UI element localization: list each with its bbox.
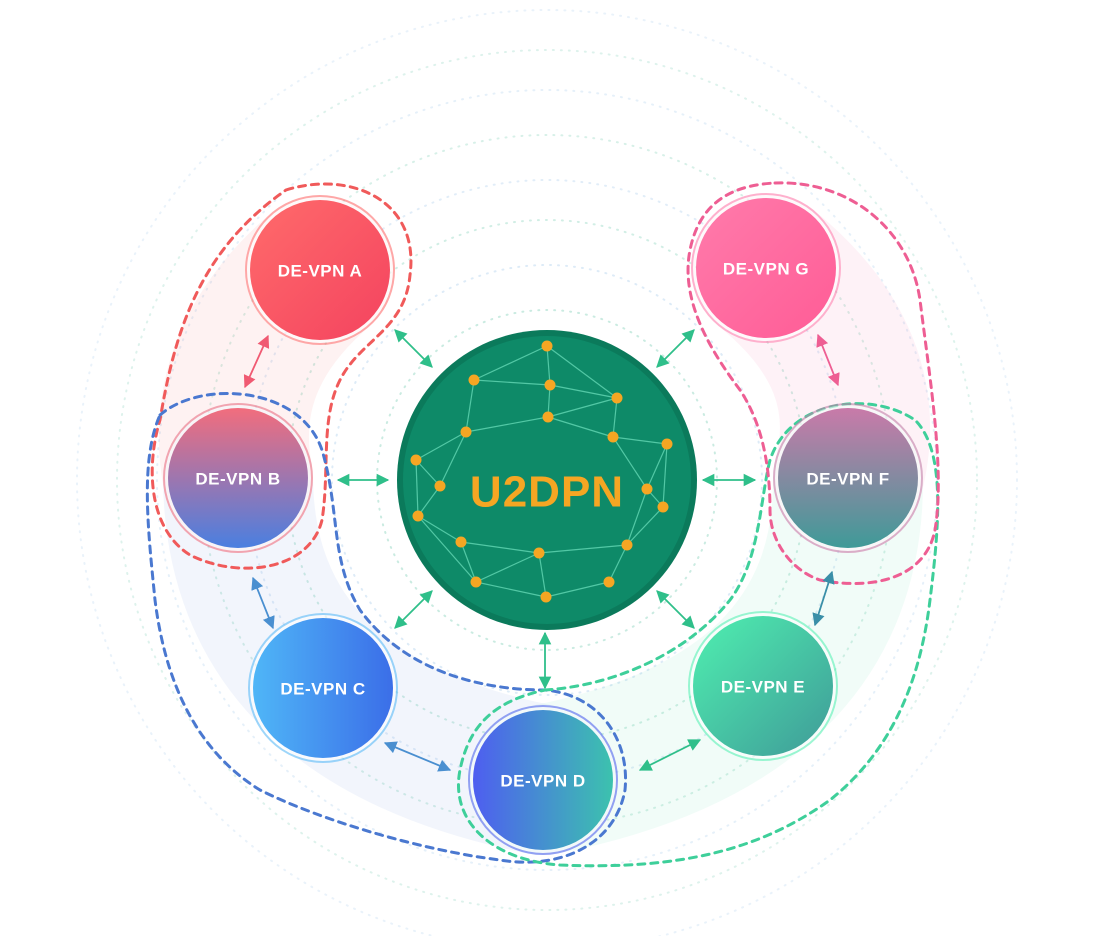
hub-u2dpn[interactable]: U2DPN — [397, 330, 697, 630]
node-label: DE-VPN G — [723, 260, 809, 279]
arrow-f-g — [816, 333, 840, 387]
mesh-link — [626, 506, 664, 546]
node-circle — [693, 616, 833, 756]
node-circle — [473, 710, 613, 850]
red-group-outline — [150, 182, 413, 570]
mesh-node — [412, 510, 424, 522]
mesh-node — [544, 379, 556, 391]
mesh-link — [626, 488, 648, 546]
node-label: DE-VPN A — [278, 262, 363, 281]
node-circle — [168, 408, 308, 548]
mesh-link — [538, 544, 628, 554]
node-devpn-b[interactable]: DE-VPN B — [163, 403, 313, 553]
mesh-node — [533, 547, 545, 559]
mesh-link — [417, 515, 477, 583]
mesh-node — [661, 438, 673, 450]
arrow-d-e — [638, 739, 702, 771]
hub-mesh-network — [410, 340, 673, 603]
mesh-link — [460, 541, 477, 583]
node-circle — [250, 200, 390, 340]
arrow-hub-a — [394, 329, 433, 368]
mesh-link — [612, 436, 648, 490]
mesh-node — [657, 501, 669, 513]
mesh-link — [546, 345, 618, 399]
mesh-link — [475, 581, 547, 598]
mesh-node — [541, 340, 553, 352]
node-label: DE-VPN D — [500, 772, 585, 791]
mesh-node — [542, 411, 554, 423]
mesh-node — [455, 536, 467, 548]
mesh-link — [473, 345, 548, 381]
mesh-node — [540, 591, 552, 603]
mesh-node — [607, 431, 619, 443]
mesh-link — [475, 552, 540, 583]
mesh-link — [545, 581, 610, 598]
mesh-link — [547, 397, 618, 418]
arrow-hub-g — [656, 329, 695, 368]
mesh-link — [465, 416, 549, 433]
mesh-node — [621, 539, 633, 551]
node-devpn-g[interactable]: DE-VPN G — [691, 193, 841, 343]
background-ring — [156, 89, 938, 871]
hub-core — [403, 336, 691, 624]
mesh-node — [434, 480, 446, 492]
mesh-node — [468, 374, 480, 386]
mesh-link — [417, 515, 462, 543]
mesh-link — [546, 345, 551, 386]
mesh-node — [460, 426, 472, 438]
mesh-node — [611, 392, 623, 404]
blue-group-outline — [145, 391, 628, 864]
hub-label: U2DPN — [470, 468, 624, 517]
node-devpn-a[interactable]: DE-VPN A — [245, 195, 395, 345]
mesh-link — [612, 397, 618, 438]
background-ring — [116, 49, 978, 911]
mesh-link — [473, 379, 551, 386]
node-devpn-f[interactable]: DE-VPN F — [773, 403, 923, 553]
background-ring — [76, 9, 1018, 936]
mesh-link — [538, 552, 547, 598]
node-circle — [778, 408, 918, 548]
mesh-node — [603, 576, 615, 588]
mesh-node — [410, 454, 422, 466]
arrow-a-b — [243, 334, 270, 389]
connection-arrows — [243, 329, 840, 772]
pink-group-outline — [686, 181, 940, 585]
mesh-link — [608, 544, 628, 583]
arrow-hub-e — [656, 590, 695, 629]
mesh-link — [439, 431, 467, 487]
mesh-node — [470, 576, 482, 588]
node-devpn-e[interactable]: DE-VPN E — [688, 611, 838, 761]
node-circle — [696, 198, 836, 338]
background-ring — [331, 264, 763, 696]
mesh-link — [612, 436, 668, 445]
green-group-outline — [457, 402, 940, 868]
node-circle — [253, 618, 393, 758]
vpn-nodes: DE-VPN A DE-VPN B DE-VPN C DE-VPN D DE-VPN E… — [163, 193, 923, 855]
arrow-hub-c — [394, 590, 433, 629]
mesh-link — [415, 431, 467, 461]
node-label: DE-VPN E — [721, 678, 805, 697]
group-outlines — [145, 181, 940, 868]
mesh-link — [415, 459, 441, 487]
mesh-link — [415, 459, 419, 517]
node-label: DE-VPN B — [195, 470, 280, 489]
mesh-link — [662, 443, 668, 508]
arrow-e-f — [812, 570, 835, 627]
mesh-node — [641, 483, 653, 495]
mesh-link — [417, 485, 441, 517]
mesh-link — [646, 443, 668, 490]
mesh-link — [549, 384, 618, 399]
node-devpn-c[interactable]: DE-VPN C — [248, 613, 398, 763]
arrow-c-d — [383, 741, 452, 772]
arrow-b-c — [251, 576, 275, 630]
node-label: DE-VPN F — [806, 470, 889, 489]
mesh-link — [460, 541, 540, 554]
mesh-link — [547, 416, 614, 438]
node-label: DE-VPN C — [280, 680, 365, 699]
node-devpn-d[interactable]: DE-VPN D — [468, 705, 618, 855]
mesh-link — [465, 379, 475, 433]
